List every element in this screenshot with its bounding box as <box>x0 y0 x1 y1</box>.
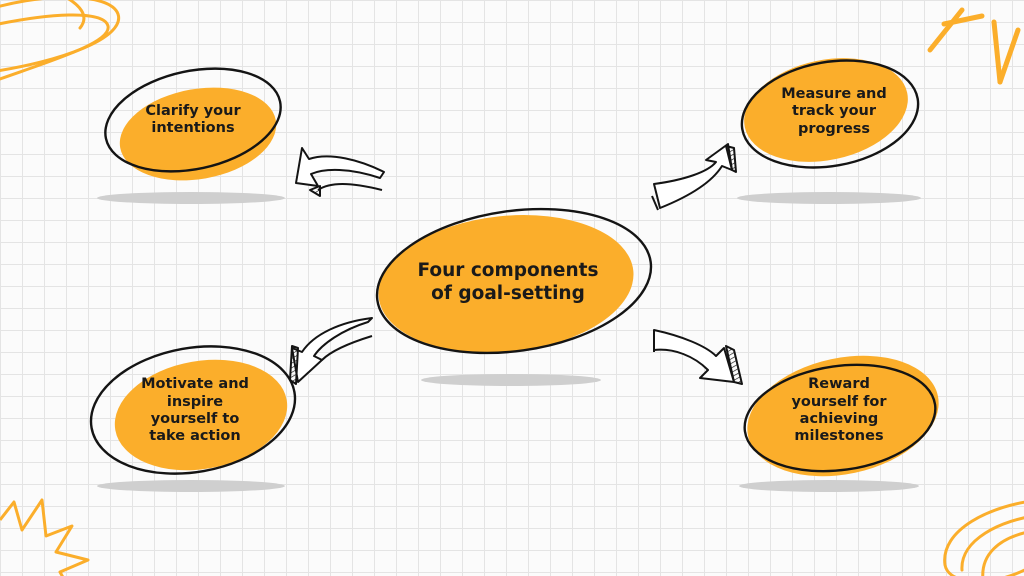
node-motivate-shape <box>89 345 297 475</box>
corner-scribble-top-left <box>0 0 121 81</box>
arrow-to-clarify <box>295 147 385 197</box>
corner-scribble-bottom-right <box>943 500 1024 576</box>
node-reward-label: Reward yourself for achieving milestones <box>791 376 887 445</box>
arrow-to-measure <box>651 143 737 211</box>
node-clarify-shape <box>104 67 282 181</box>
arrow-to-motivate <box>289 317 373 385</box>
diagram-title: Four components of goal-setting <box>417 259 599 304</box>
ground-shadows <box>97 192 921 492</box>
node-center-shape <box>375 207 653 355</box>
node-measure-shape <box>740 58 920 169</box>
node-reward-shape <box>743 355 939 477</box>
node-clarify-label: Clarify your intentions <box>145 102 241 136</box>
node-measure-label: Measure and track your progress <box>781 85 887 137</box>
corner-strokes-top-right <box>927 7 1021 85</box>
arrow-to-reward <box>653 329 743 385</box>
corner-burst-bottom-left <box>0 498 90 576</box>
node-motivate-label: Motivate and inspire yourself to take ac… <box>141 376 249 445</box>
